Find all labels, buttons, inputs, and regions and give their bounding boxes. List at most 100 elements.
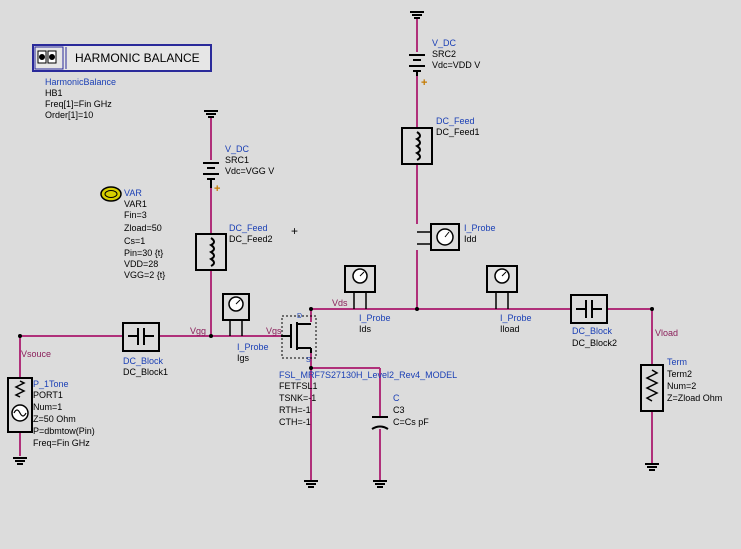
igs-type-label: I_Probe [237, 342, 269, 352]
var-icon [100, 186, 122, 202]
hb-param-0: Freq[1]=Fin GHz [45, 99, 112, 109]
inductor-icon [415, 131, 421, 161]
term2-instance: Term2 [667, 369, 692, 379]
term-term2[interactable]: Term Term2 Num=2 Z=Zload Ohm [640, 357, 722, 412]
igs-instance: Igs [237, 353, 250, 363]
ground-icon [410, 11, 424, 19]
fet-param-1: RTH=-1 [279, 405, 311, 415]
port1-param-1: Z=50 Ohm [33, 414, 76, 424]
feed1-type-label: DC_Feed [436, 116, 475, 126]
capacitor-c3[interactable]: C C3 C=Cs pF [371, 393, 429, 430]
capacitor-icon [128, 328, 154, 345]
block1-type-label: DC_Block [123, 356, 164, 366]
term2-param-1: Z=Zload Ohm [667, 393, 722, 403]
capacitor-icon [371, 416, 389, 430]
hb-icon [37, 50, 57, 64]
net-label-vgg: Vgg [190, 326, 206, 336]
port1-param-2: P=dbmtow(Pin) [33, 426, 95, 436]
src2-type-label: V_DC [432, 38, 457, 48]
var-param-5: VGG=2 {t} [124, 270, 165, 280]
hb-instance: HB1 [45, 88, 63, 98]
hb-title: HARMONIC BALANCE [75, 51, 200, 65]
ground-icon [304, 480, 318, 488]
fet-param-0: TSNK=-1 [279, 393, 316, 403]
c3-instance: C3 [393, 405, 405, 415]
net-label-vsouce: Vsouce [21, 349, 51, 359]
term2-type-label: Term [667, 357, 687, 367]
feed2-type-label: DC_Feed [229, 223, 268, 233]
var-type-label: VAR [124, 188, 142, 198]
term2-box [640, 364, 664, 412]
v-dc-src2[interactable]: + V_DC SRC2 Vdc=VDD V [409, 11, 480, 89]
feed1-instance: DC_Feed1 [436, 127, 480, 137]
port1-param-3: Freq=Fin GHz [33, 438, 90, 448]
hb-type-label: HarmonicBalance [45, 77, 116, 87]
harmonic-balance-controller[interactable]: HARMONIC BALANCE HarmonicBalance HB1 Fre… [32, 44, 212, 120]
ids-type-label: I_Probe [359, 313, 391, 323]
v-dc-src1[interactable]: + V_DC SRC1 Vdc=VGG V [203, 110, 274, 195]
dc-feed2[interactable]: DC_Feed DC_Feed2 [195, 223, 273, 271]
fet-pin-s: S [306, 357, 311, 364]
term2-param-0: Num=2 [667, 381, 696, 391]
inductor-icon [209, 237, 215, 267]
port1-type-label: P_1Tone [33, 379, 69, 389]
crosshair-cursor-icon: + [291, 224, 298, 238]
idd-instance: Idd [464, 234, 477, 244]
fet-dashed-outline [281, 315, 317, 359]
var-equation-block[interactable]: VAR VAR1 Fin=3 Zload=50 Cs=1 Pin=30 {t} … [100, 186, 165, 280]
var-param-3: Pin=30 {t} [124, 248, 163, 258]
src1-value: Vdc=VGG V [225, 166, 274, 176]
fet-model: FSL_MRF7S27130H_Level2_Rev4_MODEL [279, 370, 457, 380]
ground-icon [13, 457, 27, 465]
iload-type-label: I_Probe [500, 313, 532, 323]
var-param-2: Cs=1 [124, 236, 145, 246]
ground-icon [373, 480, 387, 488]
hb-param-1: Order[1]=10 [45, 110, 93, 120]
i-probe-idd[interactable]: I_Probe Idd [417, 223, 496, 251]
src1-instance: SRC1 [225, 155, 249, 165]
resistor-icon [14, 380, 26, 398]
c3-value: C=Cs pF [393, 417, 429, 427]
port1-box [7, 377, 33, 433]
iload-instance: Iload [500, 324, 520, 334]
p-1tone-port1[interactable]: P_1Tone PORT1 Num=1 Z=50 Ohm P=dbmtow(Pi… [7, 377, 95, 448]
ids-instance: Ids [359, 324, 372, 334]
src1-plus: + [214, 183, 220, 195]
src2-value: Vdc=VDD V [432, 60, 480, 70]
port1-instance: PORT1 [33, 390, 63, 400]
fet-transistor[interactable]: D S FSL_MRF7S27130H_Level2_Rev4_MODEL FE… [279, 313, 457, 427]
c3-type-label: C [393, 393, 400, 403]
var-instance: VAR1 [124, 199, 147, 209]
net-label-vds: Vds [332, 298, 348, 308]
var-param-4: VDD=28 [124, 259, 158, 269]
port1-param-0: Num=1 [33, 402, 62, 412]
dc-block1[interactable]: DC_Block DC_Block1 [122, 322, 168, 377]
capacitor-icon [576, 300, 602, 318]
junction-dots [18, 307, 654, 370]
idd-type-label: I_Probe [464, 223, 496, 233]
battery-icon [409, 54, 425, 76]
src2-plus: + [421, 77, 427, 89]
block1-instance: DC_Block1 [123, 367, 168, 377]
fet-pin-d: D [297, 313, 302, 320]
resistor-icon [645, 369, 659, 402]
block2-type-label: DC_Block [572, 326, 613, 336]
i-probe-ids[interactable]: I_Probe Ids [344, 265, 391, 334]
dc-block2[interactable]: DC_Block DC_Block2 [570, 294, 617, 348]
dc-feed1[interactable]: DC_Feed DC_Feed1 [401, 116, 480, 165]
ground-icon [204, 110, 218, 118]
ground-icon [645, 463, 659, 471]
fet-instance: FETFSL1 [279, 381, 318, 391]
net-label-vload: Vload [655, 328, 678, 338]
wires [19, 18, 653, 480]
i-probe-igs[interactable]: I_Probe Igs [222, 293, 269, 363]
block2-instance: DC_Block2 [572, 338, 617, 348]
src2-instance: SRC2 [432, 49, 456, 59]
battery-icon [203, 162, 219, 188]
var-param-1: Zload=50 [124, 223, 162, 233]
fet-param-2: CTH=-1 [279, 417, 311, 427]
src1-type-label: V_DC [225, 144, 250, 154]
i-probe-iload[interactable]: I_Probe Iload [486, 265, 532, 334]
feed2-instance: DC_Feed2 [229, 234, 273, 244]
